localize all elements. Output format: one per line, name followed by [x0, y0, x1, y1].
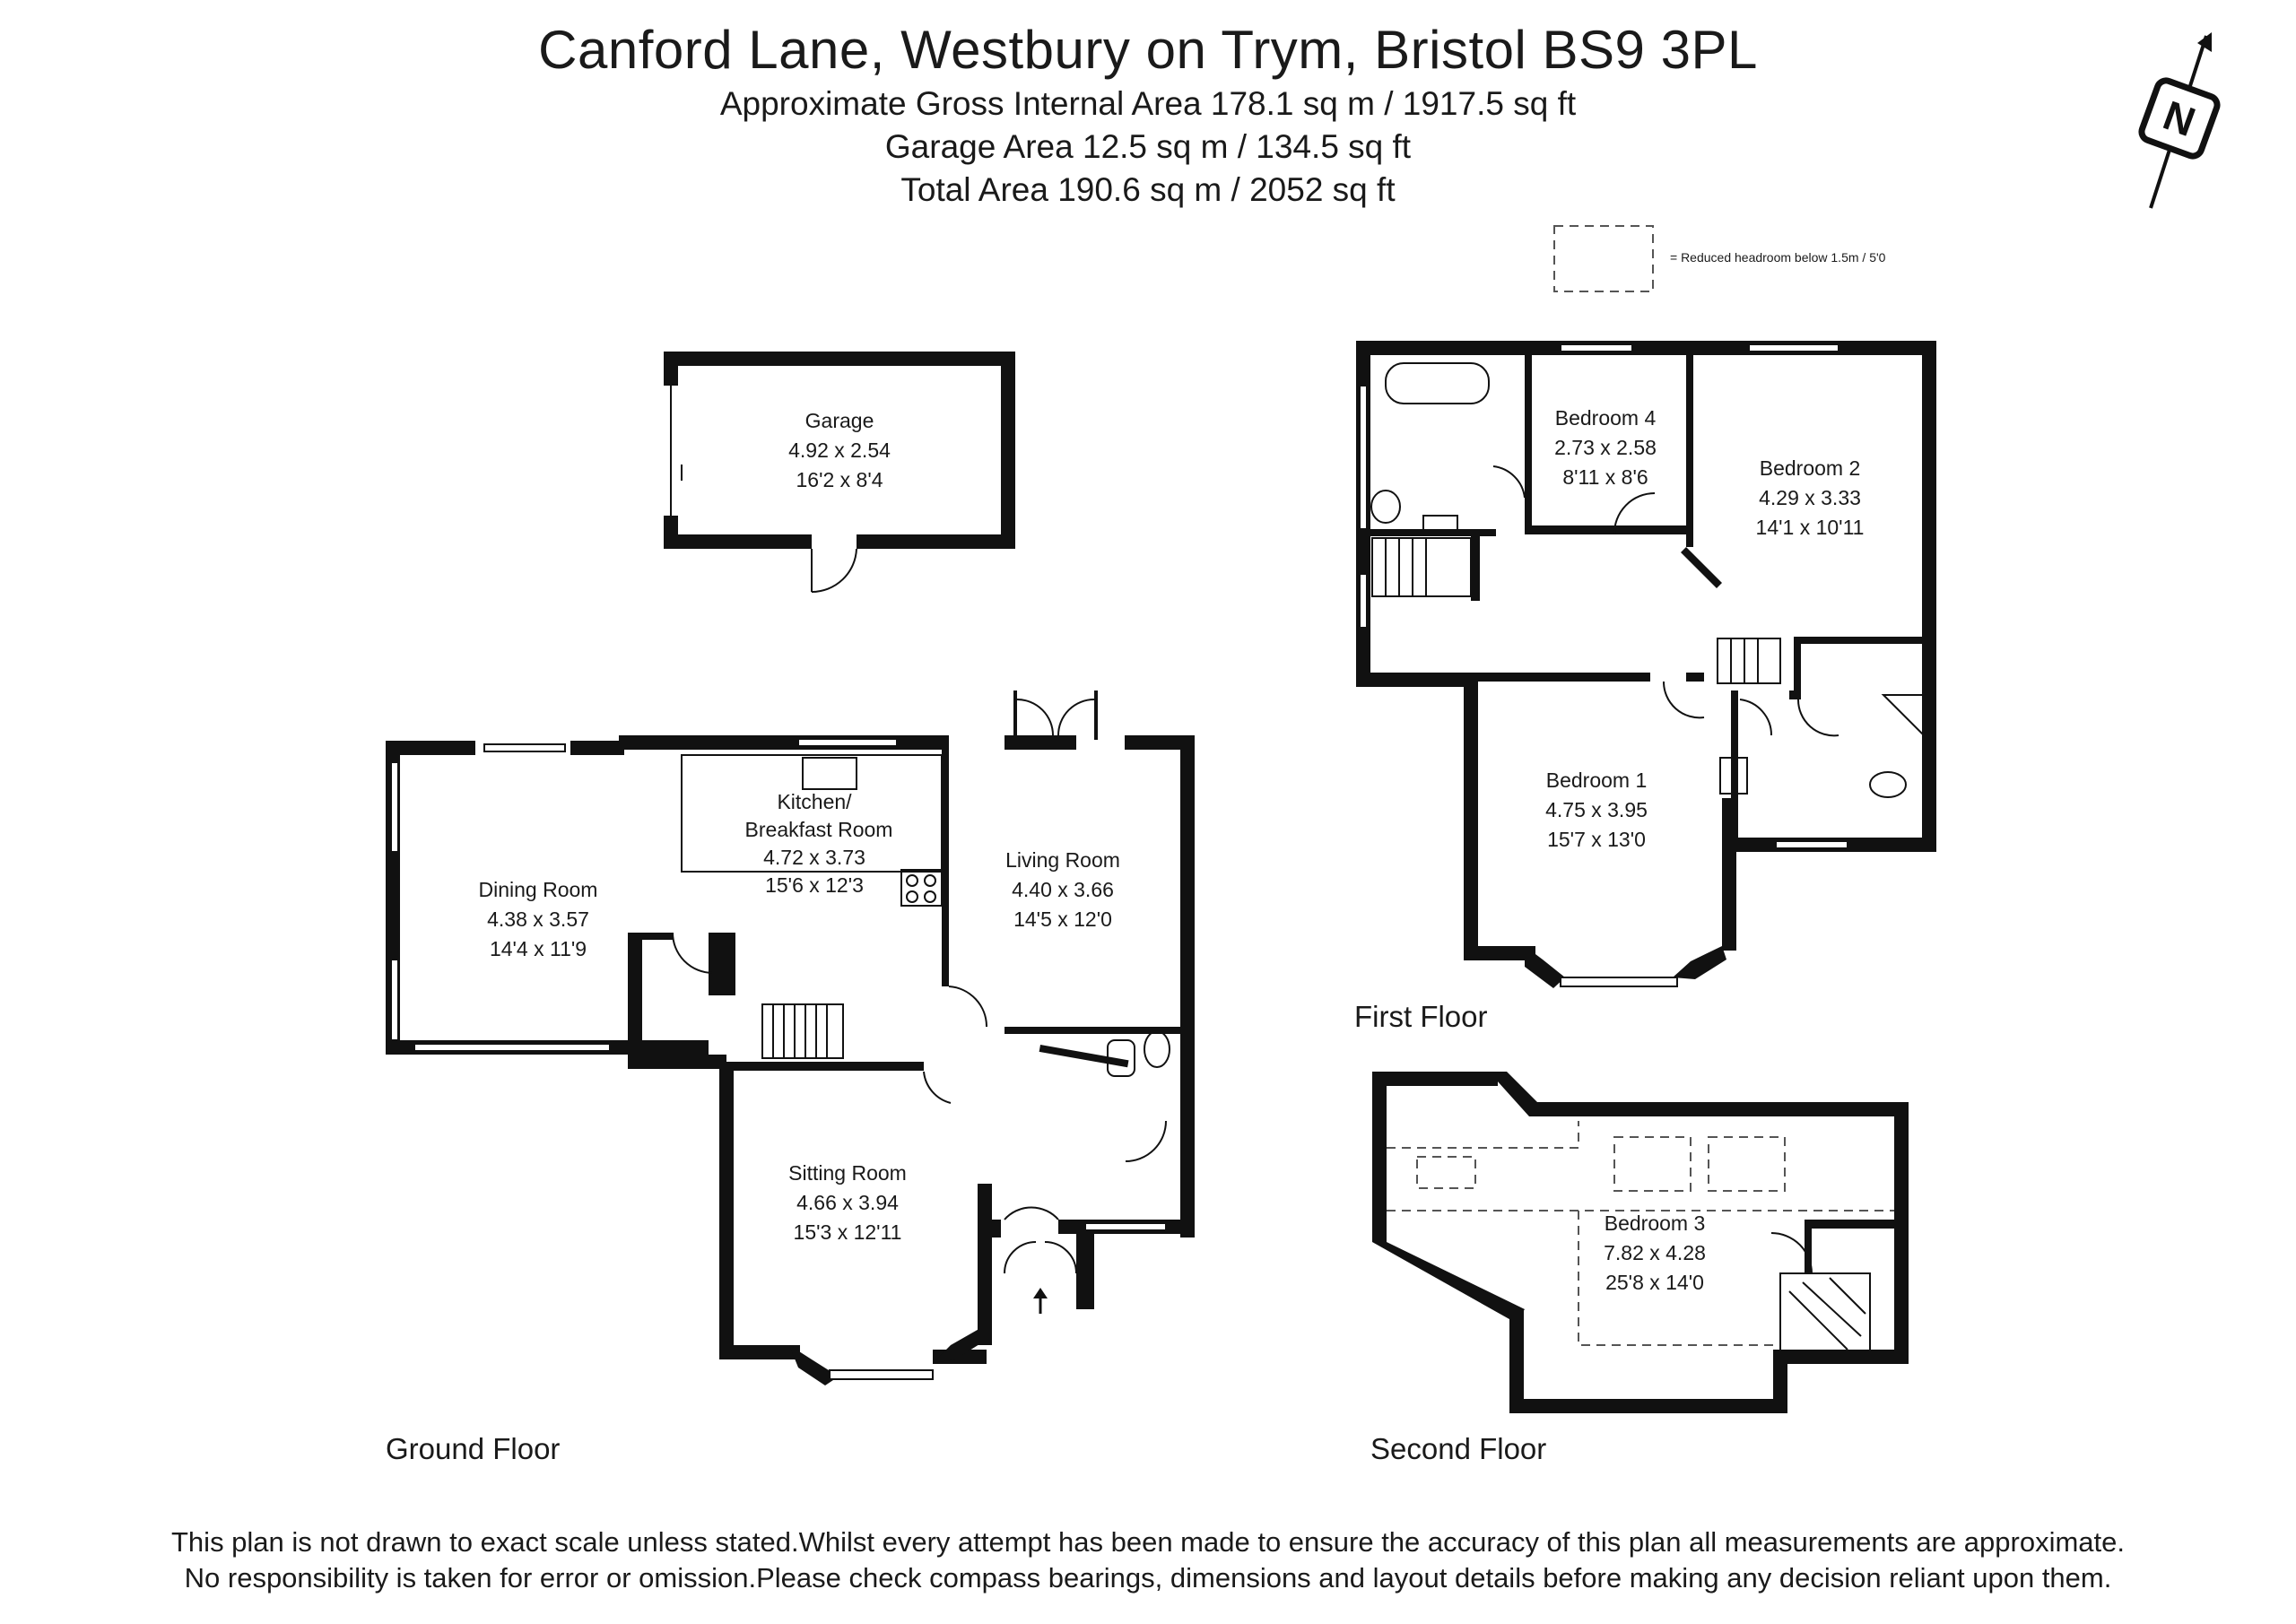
svg-text:Bedroom 3: Bedroom 3 — [1605, 1211, 1706, 1235]
svg-text:4.38 x 3.57: 4.38 x 3.57 — [487, 908, 589, 931]
first-floor-label: First Floor — [1354, 1000, 1488, 1033]
room-label-living: Living Room 4.40 x 3.66 14'5 x 12'0 — [1005, 848, 1120, 931]
svg-text:4.29 x 3.33: 4.29 x 3.33 — [1759, 486, 1861, 509]
svg-text:15'7 x 13'0: 15'7 x 13'0 — [1547, 828, 1646, 851]
legend-text: = Reduced headroom below 1.5m / 5'0 — [1670, 250, 1886, 265]
hob-icon — [900, 869, 943, 907]
svg-text:Garage: Garage — [805, 409, 874, 432]
gross-area-text: Approximate Gross Internal Area 178.1 sq… — [719, 85, 1577, 122]
sink-icon — [802, 757, 857, 790]
first-floor-plan — [1356, 341, 1936, 988]
svg-text:Living Room: Living Room — [1005, 848, 1120, 872]
page-title: Canford Lane, Westbury on Trym, Bristol … — [538, 20, 1758, 80]
total-area-text: Total Area 190.6 sq m / 2052 sq ft — [900, 171, 1396, 208]
room-label-dining: Dining Room 4.38 x 3.57 14'4 x 11'9 — [479, 878, 598, 960]
svg-text:14'5 x 12'0: 14'5 x 12'0 — [1013, 908, 1112, 931]
ground-floor-label: Ground Floor — [386, 1432, 560, 1465]
stairs-icon — [761, 1003, 844, 1059]
svg-text:2.73 x 2.58: 2.73 x 2.58 — [1554, 436, 1657, 459]
ground-floor-plan — [386, 690, 1195, 1385]
room-label-bedroom1: Bedroom 1 4.75 x 3.95 15'7 x 13'0 — [1545, 769, 1648, 851]
room-label-kitchen: Kitchen/ Breakfast Room 4.72 x 3.73 15'6… — [745, 790, 893, 897]
svg-text:15'3 x 12'11: 15'3 x 12'11 — [794, 1220, 902, 1244]
stairs-icon — [1371, 537, 1781, 684]
second-floor-label: Second Floor — [1370, 1432, 1546, 1465]
compass-icon: N — [2138, 32, 2221, 209]
stairs-icon — [1779, 1272, 1871, 1355]
header: Canford Lane, Westbury on Trym, Bristol … — [0, 18, 2296, 212]
svg-text:Sitting Room: Sitting Room — [788, 1161, 907, 1185]
svg-text:4.92 x 2.54: 4.92 x 2.54 — [788, 439, 891, 462]
garage-plan — [664, 352, 1015, 594]
room-label-sitting: Sitting Room 4.66 x 3.94 15'3 x 12'11 — [788, 1161, 907, 1244]
svg-text:8'11 x 8'6: 8'11 x 8'6 — [1562, 465, 1648, 489]
svg-text:15'6 x 12'3: 15'6 x 12'3 — [765, 873, 864, 897]
garage-area-text: Garage Area 12.5 sq m / 134.5 sq ft — [884, 128, 1412, 165]
svg-text:Bedroom 2: Bedroom 2 — [1760, 456, 1861, 480]
room-label-garage: Garage 4.92 x 2.54 16'2 x 8'4 — [788, 409, 891, 491]
svg-text:Bedroom 4: Bedroom 4 — [1555, 406, 1657, 430]
svg-text:Kitchen/: Kitchen/ — [777, 790, 852, 813]
svg-text:4.72 x 3.73: 4.72 x 3.73 — [763, 846, 865, 869]
svg-text:4.40 x 3.66: 4.40 x 3.66 — [1012, 878, 1114, 901]
svg-text:4.66 x 3.94: 4.66 x 3.94 — [796, 1191, 899, 1214]
disclaimer-line-2: No responsibility is taken for error or … — [184, 1562, 2112, 1594]
svg-text:14'1 x 10'11: 14'1 x 10'11 — [1756, 516, 1865, 539]
basin-icon — [1422, 515, 1458, 536]
svg-text:25'8 x 14'0: 25'8 x 14'0 — [1605, 1271, 1704, 1294]
room-label-bedroom4: Bedroom 4 2.73 x 2.58 8'11 x 8'6 — [1554, 406, 1657, 489]
svg-text:7.82 x 4.28: 7.82 x 4.28 — [1604, 1241, 1706, 1264]
disclaimer: This plan is not drawn to exact scale un… — [0, 1524, 2296, 1596]
svg-text:Dining Room: Dining Room — [479, 878, 598, 901]
svg-text:14'4 x 11'9: 14'4 x 11'9 — [490, 937, 587, 960]
room-label-bedroom3: Bedroom 3 7.82 x 4.28 25'8 x 14'0 — [1604, 1211, 1706, 1294]
svg-text:16'2 x 8'4: 16'2 x 8'4 — [796, 468, 883, 491]
room-label-bedroom2: Bedroom 2 4.29 x 3.33 14'1 x 10'11 — [1756, 456, 1865, 539]
svg-text:Bedroom 1: Bedroom 1 — [1546, 769, 1648, 792]
bath-icon — [1385, 362, 1490, 404]
svg-text:4.75 x 3.95: 4.75 x 3.95 — [1545, 798, 1648, 821]
legend-swatch — [1553, 225, 1654, 292]
second-floor-plan — [1372, 1072, 1909, 1413]
headroom-legend: = Reduced headroom below 1.5m / 5'0 — [1553, 225, 1886, 292]
svg-text:Breakfast Room: Breakfast Room — [745, 818, 893, 841]
disclaimer-line-1: This plan is not drawn to exact scale un… — [171, 1526, 2125, 1558]
